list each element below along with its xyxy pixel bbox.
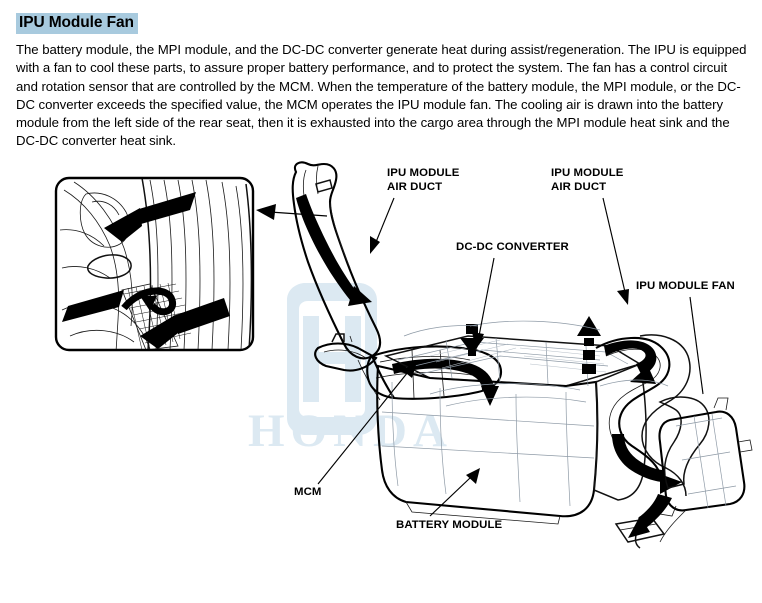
label-ipu-module-air-duct-left-line1: IPU MODULE bbox=[387, 167, 460, 179]
label-ipu-module-fan-text: IPU MODULE FAN bbox=[636, 280, 735, 292]
airflow-arrow-inset-left bbox=[62, 290, 124, 322]
label-ipu-module-air-duct-left: IPU MODULE AIR DUCT bbox=[370, 167, 460, 254]
vehicle-underbody-ghost bbox=[403, 320, 669, 407]
label-mcm-text: MCM bbox=[294, 486, 322, 498]
inset-artwork bbox=[59, 179, 252, 349]
ipu-module-fan-assembly bbox=[595, 334, 753, 549]
rear-seat-airflow-inset bbox=[54, 176, 255, 352]
label-ipu-module-air-duct-left-line2: AIR DUCT bbox=[387, 181, 442, 193]
label-ipu-module-air-duct-right: IPU MODULE AIR DUCT bbox=[551, 167, 629, 305]
honda-watermark: HONDA bbox=[248, 283, 453, 457]
ipu-duct-horizontal-section bbox=[366, 345, 502, 406]
label-ipu-module-air-duct-right-line1: IPU MODULE bbox=[551, 167, 624, 179]
airflow-arrow-fan-upper bbox=[604, 340, 657, 384]
airflow-arrow-inset-bottom bbox=[140, 298, 230, 349]
intro-paragraph: The battery module, the MPI module, and … bbox=[16, 42, 747, 149]
label-ipu-module-fan: IPU MODULE FAN bbox=[636, 280, 735, 395]
airflow-arrow-inset-top bbox=[104, 192, 196, 242]
airflow-arrow-fan-lower bbox=[612, 434, 682, 494]
mcm-part bbox=[314, 333, 378, 372]
page-title: IPU Module Fan bbox=[16, 13, 138, 35]
label-battery-module-text: BATTERY MODULE bbox=[396, 519, 503, 531]
ipu-module-fan-diagram: HONDA bbox=[0, 150, 762, 550]
label-mcm: MCM bbox=[294, 362, 417, 498]
airflow-arrow-fan-exhaust bbox=[628, 494, 672, 538]
airflow-arrow-inset-curve bbox=[121, 287, 177, 316]
label-ipu-module-air-duct-right-line2: AIR DUCT bbox=[551, 181, 606, 193]
inset-pointer-arrow bbox=[256, 204, 328, 220]
fan-housing bbox=[614, 396, 753, 549]
airflow-arrow-module-up bbox=[577, 316, 601, 374]
inset-frame bbox=[54, 176, 255, 352]
ipu-module-air-duct-left-part bbox=[291, 161, 395, 401]
label-dc-dc-converter-text: DC-DC CONVERTER bbox=[456, 241, 569, 253]
label-dc-dc-converter: DC-DC CONVERTER bbox=[456, 241, 569, 350]
label-battery-module: BATTERY MODULE bbox=[396, 468, 503, 531]
honda-watermark-text: HONDA bbox=[248, 405, 453, 457]
